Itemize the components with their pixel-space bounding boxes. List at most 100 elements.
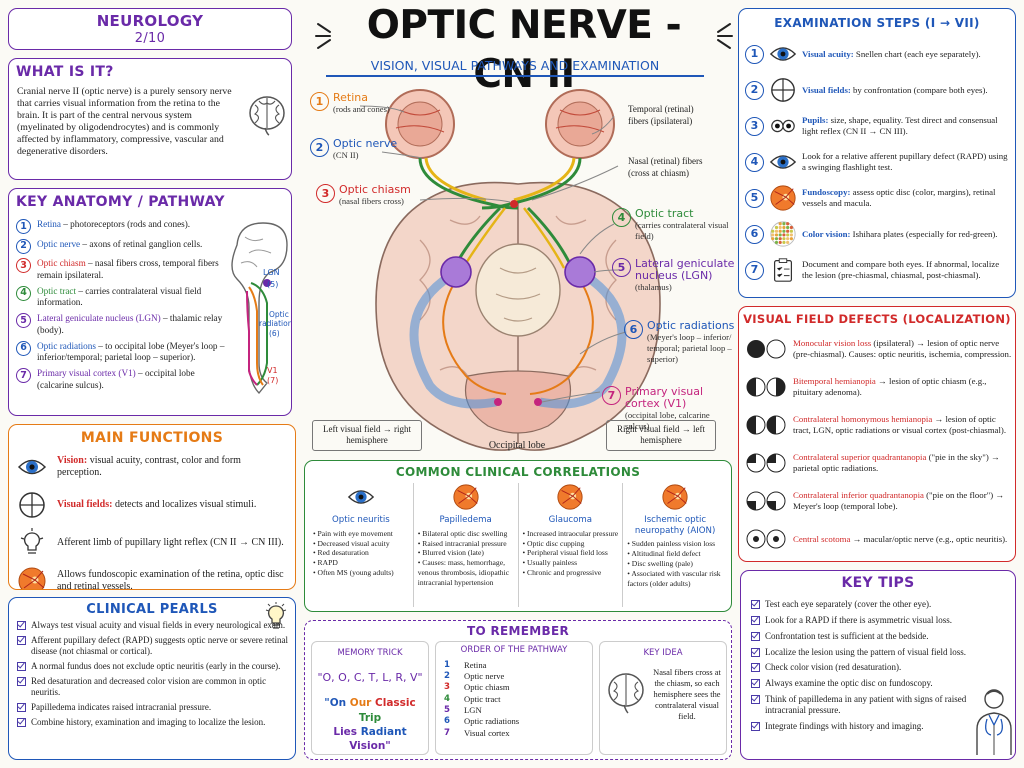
step-number-badge: 1 [16, 219, 31, 234]
field-defect-icon [745, 488, 787, 514]
step-number-badge: 6 [624, 320, 643, 339]
key-idea-text: Nasal fibers cross at the chiasm, so eac… [653, 668, 721, 721]
anatomy-item-text: Optic tract – carries contralateral visu… [37, 286, 226, 309]
diagram-label-title: Optic tract [635, 207, 694, 220]
pearl-text: Afferent pupillary defect (RAPD) suggest… [31, 634, 288, 657]
defect-item: Contralateral homonymous hemianopia → le… [745, 409, 1013, 441]
pearl-item: A normal fundus does not exclude optic n… [17, 661, 289, 672]
correlation-image [523, 483, 619, 513]
tip-text: Look for a RAPD if there is asymmetric v… [765, 614, 952, 625]
exam-desc: by confrontation (compare both eyes). [850, 84, 988, 95]
ishihara-icon [769, 220, 797, 248]
eye-icon [769, 40, 797, 68]
correlation-name: Papilledema [439, 515, 492, 525]
correlation-points: • Sudden painless vision loss• Altitudin… [627, 539, 723, 588]
step-number-badge: 1 [310, 92, 329, 111]
exam-desc: size, shape, equality. Test direct and c… [802, 115, 998, 136]
tip-item: Confrontation test is sufficient at the … [751, 631, 971, 642]
what-is-it-text: Cranial nerve II (optic nerve) is a pure… [17, 86, 232, 157]
field-defect-icon [745, 526, 787, 552]
exam-step-text: Visual acuity: Snellen chart (each eye s… [802, 49, 981, 60]
correlation-point: • Raised intracranial pressure [417, 538, 507, 548]
correlation-name: Optic neuritis [331, 515, 390, 525]
memory-word-1: "On [324, 697, 347, 710]
fundus-icon [769, 184, 797, 212]
anatomy-desc: – to occipital lobe (Meyer's loop – infe… [37, 340, 225, 363]
correlation-point: • Blurred vision (late) [417, 548, 484, 558]
function-desc: Allows fundoscopic examination of the re… [57, 568, 284, 590]
correlation-name: Ischemic optic neuropathy (AION) [634, 515, 716, 536]
series-name: NEUROLOGY [96, 12, 204, 30]
doctor-icon [976, 689, 1012, 755]
defect-text: Contralateral homonymous hemianopia → le… [793, 414, 1013, 436]
correlation-points: • Bilateral optic disc swelling• Raised … [418, 529, 514, 588]
tip-item: Check color vision (red desaturation). [751, 662, 971, 673]
defect-text: Contralateral inferior quadrantanopia ("… [793, 490, 1013, 512]
anatomy-term: Primary visual cortex (V1) [37, 368, 136, 378]
defect-term: Central scotoma [793, 533, 851, 544]
defect-term: Bitemporal hemianopia [793, 376, 876, 387]
exam-step-text: Document and compare both eyes. If abnor… [802, 259, 1011, 281]
checkbox-icon [751, 631, 760, 641]
correlation-column: Papilledema • Bilateral optic disc swelli… [412, 483, 518, 607]
checkbox-icon [751, 695, 760, 705]
memory-word-3: Classic [375, 697, 416, 710]
correlation-image [418, 483, 514, 513]
main-functions-title: MAIN FUNCTIONS [80, 430, 224, 446]
pearl-text: Red desaturation and decreased color vis… [31, 675, 267, 698]
exam-step: 3 Pupils: size, shape, equality. Test dir… [745, 111, 1011, 141]
step-number-badge: 4 [612, 208, 631, 227]
exam-desc: Look for a relative afferent pupillary d… [802, 151, 1008, 172]
defect-text: Central scotoma → macular/optic nerve (e… [793, 534, 1007, 545]
function-desc: Afferent limb of pupillary light reflex … [57, 536, 284, 548]
diagram-label-title: Lateral geniculate nucleus (LGN) [635, 257, 735, 283]
correlation-column: Glaucoma• Increased intraocular pressure… [517, 483, 623, 607]
defect-desc: → lesion of optic tract, LGN, optic radi… [793, 414, 1007, 435]
key-idea-title: KEY IDEA [643, 648, 683, 658]
exam-step-text: Pupils: size, shape, equality. Test dire… [802, 115, 1011, 137]
title-spark-right [717, 23, 733, 49]
diagram-label-title: Retina [333, 91, 368, 104]
pearl-text: A normal fundus does not exclude optic n… [31, 660, 281, 671]
memory-phrase: "On Our Classic Trip Lies Radiant Vision… [312, 696, 428, 753]
fundus-icon [17, 566, 47, 589]
pathway-order-label: Retina [464, 659, 487, 670]
tip-text: Think of papilledema in any patient with… [765, 694, 967, 716]
eye-icon [769, 148, 797, 176]
exam-term: Visual fields: [802, 84, 851, 95]
diagram-label-sub: (rods and cones) [333, 104, 390, 115]
step-number-badge: 5 [745, 188, 764, 208]
to-remember-title: TO REMEMBER [467, 624, 569, 638]
defect-term: Monocular vision loss [793, 338, 872, 349]
checkbox-icon [751, 722, 760, 732]
anatomy-item-text: Optic radiations – to occipital lobe (Me… [37, 341, 226, 364]
radiations-number: (6) [269, 329, 280, 338]
tip-text: Integrate findings with history and imag… [765, 721, 924, 732]
diagram-label-sub: (Meyer's loop – inferior/ temporal; pari… [647, 332, 732, 364]
clinical-pearls-panel: CLINICAL PEARLS Always test visual acuit… [8, 597, 296, 760]
pearl-item: Papilledema indicates raised intracrania… [17, 702, 289, 713]
memory-trick-title: MEMORY TRICK [337, 648, 403, 658]
step-number-badge: 6 [16, 340, 31, 356]
diagram-label-text: Optic radiations(Meyer's loop – inferior… [647, 319, 742, 364]
visual-pathway-diagram [359, 89, 661, 451]
diagram-label-text: Optic tract(carries contralateral visual… [635, 207, 732, 242]
series-badge: NEUROLOGY 2/10 [8, 8, 292, 50]
anatomy-desc: – axons of retinal ganglion cells. [80, 238, 203, 249]
checkbox-icon [751, 679, 760, 689]
defect-text: Monocular vision loss (ipsilateral) → le… [793, 338, 1013, 360]
clinical-pearls-title: CLINICAL PEARLS [86, 602, 218, 617]
correlation-point: • Usually painless [522, 558, 578, 568]
step-number-badge: 2 [310, 138, 329, 157]
occipital-lobe-label: Occipital lobe [488, 440, 546, 451]
correlation-point: • Red desaturation [313, 548, 369, 558]
defect-term: Contralateral superior quadrantanopia [793, 452, 927, 463]
exam-step-text: Visual fields: by confrontation (compare… [802, 85, 988, 96]
step-number-badge: 3 [745, 116, 764, 136]
